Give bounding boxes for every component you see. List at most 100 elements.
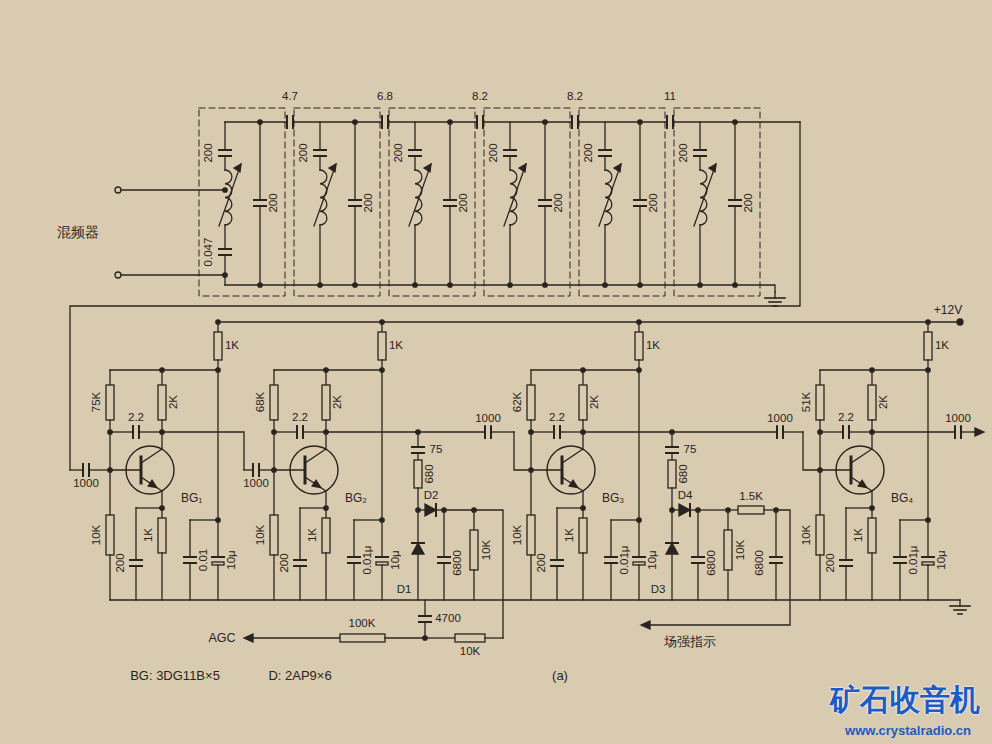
- wire: [846, 507, 872, 508]
- wire: [381, 370, 382, 557]
- wire: [109, 370, 110, 385]
- capacitor-symbol: [599, 149, 611, 151]
- capacitor-symbol: [252, 464, 254, 476]
- component-label: 200: [678, 142, 690, 163]
- capacitor-symbol: [634, 199, 646, 201]
- component-label: 2K: [589, 394, 601, 410]
- transistor: BG₄: [834, 444, 914, 504]
- wire: [775, 563, 776, 600]
- component-label: 200: [393, 142, 405, 163]
- resistor-symbol: [738, 506, 764, 514]
- wire: [699, 122, 700, 150]
- wire: [845, 508, 846, 560]
- emitter-arrow: [858, 480, 867, 487]
- capacitor-symbol: [184, 556, 196, 558]
- resistor-symbol: [924, 332, 932, 360]
- wire: [224, 225, 225, 249]
- capacitor-symbol: [633, 556, 645, 558]
- transistor-base: [850, 457, 853, 483]
- wire: [135, 566, 136, 600]
- wire: [557, 507, 583, 508]
- wire: [530, 470, 531, 515]
- resistor-symbol: [527, 385, 535, 420]
- tuning-arrow: [709, 164, 716, 172]
- capacitor-symbol: [412, 446, 424, 448]
- capacitor-symbol: [219, 149, 231, 151]
- wire: [139, 431, 162, 432]
- wire: [961, 431, 975, 432]
- wire: [578, 121, 667, 122]
- capacitor-symbol: [694, 149, 706, 151]
- component-label: 1K: [388, 340, 404, 352]
- component-label: 1000: [766, 413, 794, 425]
- wire: [449, 206, 450, 285]
- wire: [443, 510, 444, 557]
- component-label: 10μ: [390, 549, 402, 570]
- wire: [244, 469, 253, 470]
- component-label: 1K: [564, 527, 576, 543]
- diode-symbol: [666, 542, 678, 544]
- capacitor-symbol: [254, 199, 266, 201]
- component-label: 10K: [459, 646, 481, 658]
- wire: [819, 420, 820, 470]
- ground-symbol: [959, 600, 960, 606]
- wire: [544, 206, 545, 285]
- wire: [728, 509, 738, 510]
- transistor-base: [561, 457, 564, 483]
- component-label: 200: [268, 192, 280, 213]
- wire: [326, 431, 485, 432]
- wire: [443, 563, 444, 600]
- wire: [224, 156, 225, 170]
- wire: [70, 469, 83, 470]
- wire: [650, 510, 790, 625]
- wire: [325, 508, 326, 518]
- shield-box: [199, 108, 285, 296]
- wire: [556, 566, 557, 600]
- wire: [556, 508, 557, 560]
- resistor-symbol: [158, 385, 166, 420]
- wire: [217, 565, 218, 600]
- resistor-symbol: [214, 332, 222, 360]
- component-label: 200: [583, 142, 595, 163]
- wire: [110, 599, 960, 600]
- capacitor-symbol: [314, 149, 326, 151]
- capacitor-symbol: [82, 464, 84, 476]
- diode-symbol: [425, 504, 436, 516]
- junction-dot: [353, 120, 357, 124]
- wire: [225, 285, 775, 292]
- component-label: 200: [488, 142, 500, 163]
- component-label: 200: [458, 192, 470, 213]
- wire: [509, 122, 510, 150]
- wire: [698, 509, 728, 510]
- tuning-arrow: [614, 164, 621, 172]
- component-label: 62K: [512, 391, 524, 413]
- wire: [734, 122, 735, 200]
- diode-symbol: [689, 504, 691, 516]
- wire: [109, 470, 110, 515]
- wire: [697, 563, 698, 600]
- transistor-outline: [124, 444, 176, 496]
- emitter-arrow: [148, 480, 157, 487]
- wire: [531, 431, 554, 432]
- wire: [604, 122, 605, 150]
- wire: [385, 637, 425, 638]
- junction-dot: [258, 120, 262, 124]
- component-label: 2K: [168, 394, 180, 410]
- capacitor-symbol: [294, 559, 306, 561]
- transistor-base: [304, 457, 307, 483]
- capacitor-symbol: [438, 556, 450, 558]
- capacitor-symbol: [409, 149, 421, 151]
- wire: [582, 370, 583, 385]
- wire: [639, 206, 640, 285]
- wire: [293, 121, 382, 122]
- component-label: 680: [678, 463, 690, 484]
- component-label: 100K: [348, 618, 377, 630]
- shield-box: [579, 108, 665, 296]
- transistor: BG₂: [288, 444, 368, 504]
- transistor-circle: [836, 446, 884, 494]
- wire: [900, 519, 928, 520]
- tuning-arrow: [329, 164, 336, 172]
- wire: [604, 156, 605, 170]
